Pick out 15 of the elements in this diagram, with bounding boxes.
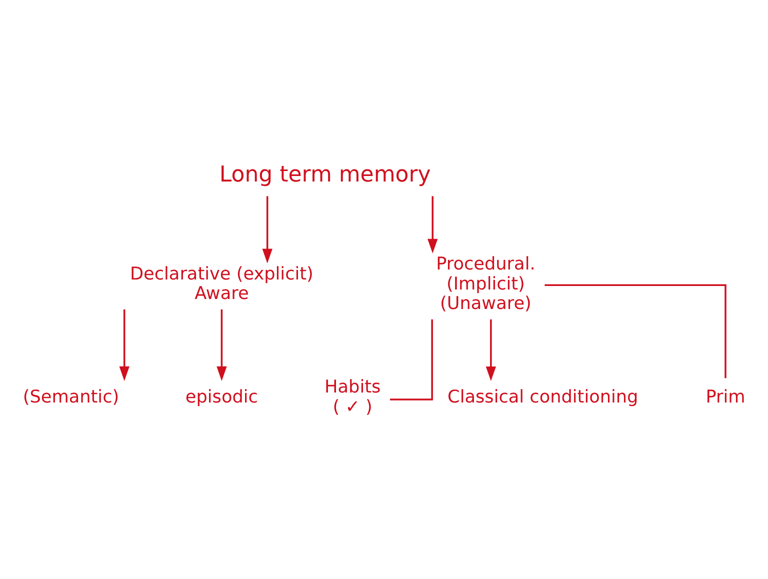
node-text: Procedural. (Implicit) (Unaware) bbox=[436, 254, 535, 314]
node-text: Classical conditioning bbox=[447, 388, 638, 408]
arrow bbox=[216, 309, 226, 381]
node-text: Habits ( ✓ ) bbox=[324, 378, 380, 418]
node-text: Declarative (explicit) Aware bbox=[129, 264, 313, 304]
node-text: Long term memory bbox=[218, 162, 430, 188]
connector bbox=[390, 319, 432, 400]
connector bbox=[544, 284, 726, 378]
arrow bbox=[485, 319, 496, 382]
node-text: episodic bbox=[184, 388, 258, 408]
arrow bbox=[262, 196, 272, 264]
node-text: Prim bbox=[705, 388, 745, 408]
arrow bbox=[427, 196, 438, 254]
arrow bbox=[118, 309, 129, 381]
node-text: (Semantic) bbox=[22, 388, 119, 408]
